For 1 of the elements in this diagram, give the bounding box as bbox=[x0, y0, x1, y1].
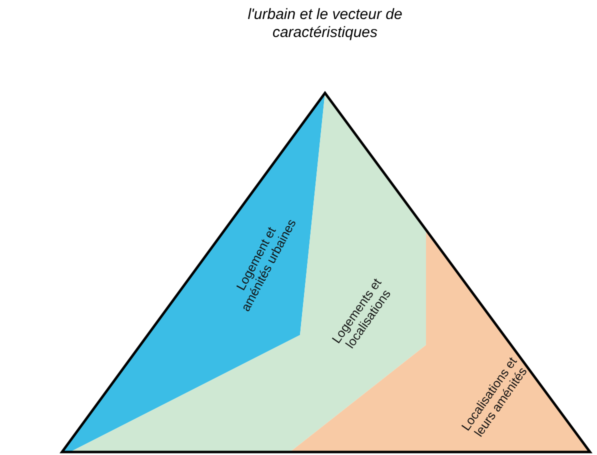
vertex-label: l'urbain et le vecteur de caractéristiques bbox=[246, 6, 404, 42]
